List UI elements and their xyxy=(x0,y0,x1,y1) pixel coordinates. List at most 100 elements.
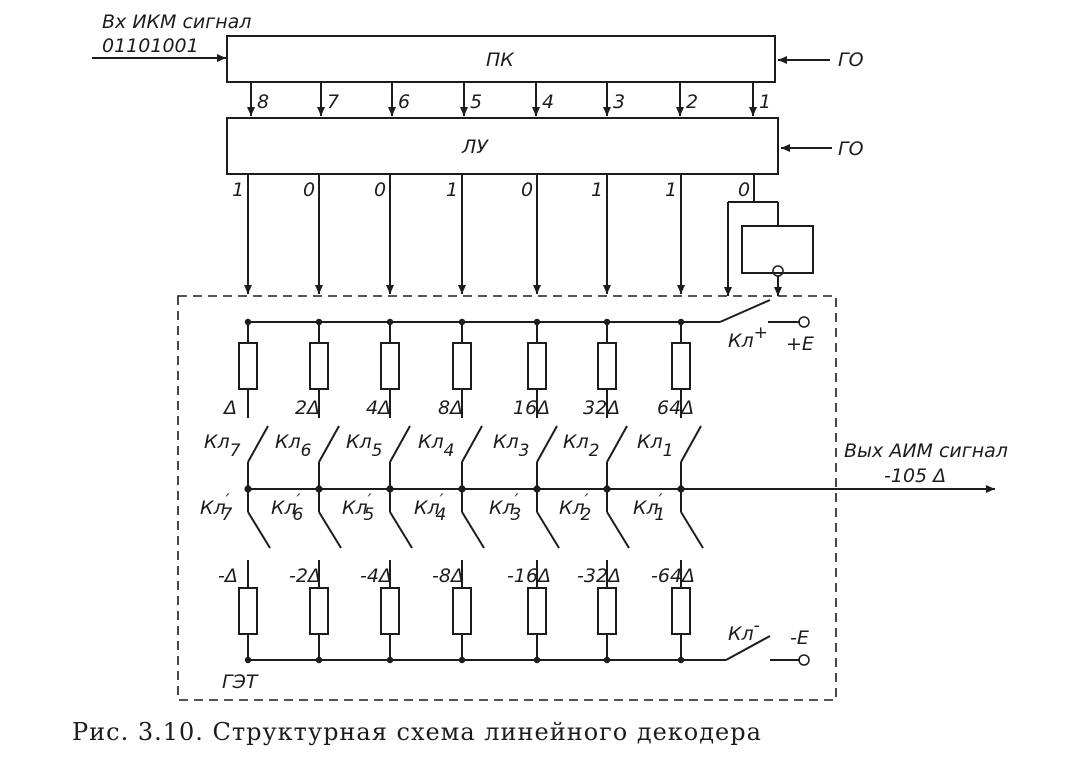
negative-weight-label: -Δ xyxy=(218,565,238,587)
negative-weight-label: -8Δ xyxy=(432,565,464,587)
positive-weight-resistor xyxy=(238,342,258,390)
pk-label: ПК xyxy=(486,49,515,71)
negative-supply-label: -Е xyxy=(790,627,809,649)
weight-columns: ΔКл7Кл′7-Δ2ΔКл6Кл′6-2Δ4ΔКл5Кл′5-4Δ8ΔКл4К… xyxy=(200,318,704,664)
pk-output-arrows: 8 7 6 5 4 3 2 1 xyxy=(247,82,771,116)
output-value: -105 Δ xyxy=(884,465,946,487)
output-label: Вых АИМ сигнал xyxy=(844,440,1008,462)
lower-key-switch xyxy=(536,511,560,549)
upper-key-label: Кл6 xyxy=(275,431,312,461)
positive-weight-resistor xyxy=(671,342,691,390)
negative-weight-label: -2Δ xyxy=(289,565,321,587)
positive-weight-label: 8Δ xyxy=(438,397,463,419)
inverter-block xyxy=(741,225,814,274)
positive-weight-label: 2Δ xyxy=(295,397,320,419)
upper-key-label: Кл7 xyxy=(204,431,241,461)
negative-weight-label: -4Δ xyxy=(360,565,392,587)
upper-key-switch xyxy=(318,425,340,463)
input-label: Вх ИКМ сигнал xyxy=(102,11,251,33)
positive-weight-resistor xyxy=(380,342,400,390)
key-minus-label: Кл- xyxy=(728,616,760,645)
lower-key-switch xyxy=(606,511,630,549)
lu-label: ЛУ xyxy=(461,136,489,158)
positive-weight-label: 16Δ xyxy=(513,397,550,419)
positive-weight-label: Δ xyxy=(222,397,237,419)
upper-key-switch xyxy=(461,425,483,463)
positive-weight-label: 64Δ xyxy=(657,397,694,419)
lu-output-bit: 1 xyxy=(665,179,677,201)
positive-weight-label: 32Δ xyxy=(583,397,620,419)
negative-weight-label: -32Δ xyxy=(577,565,621,587)
lu-output-bit: 0 xyxy=(374,179,386,201)
lu-output-bit: 1 xyxy=(232,179,244,201)
pk-output-number: 8 xyxy=(257,91,269,113)
negative-weight-resistor xyxy=(380,587,400,635)
negative-weight-resistor xyxy=(597,587,617,635)
negative-weight-resistor xyxy=(452,587,472,635)
lower-key-switch xyxy=(318,511,342,549)
upper-key-switch xyxy=(680,425,702,463)
positive-supply-terminal xyxy=(798,316,810,328)
negative-supply-terminal xyxy=(798,654,810,666)
key-minus-switch xyxy=(725,635,771,661)
lower-key-switch xyxy=(389,511,413,549)
key-plus-label: Кл+ xyxy=(728,323,768,352)
upper-key-label: Кл3 xyxy=(493,431,529,461)
upper-key-switch xyxy=(389,425,411,463)
lower-key-label: Кл′6 xyxy=(271,491,304,525)
upper-key-switch xyxy=(606,425,628,463)
lower-key-switch xyxy=(247,511,271,549)
lower-key-label: Кл′5 xyxy=(342,491,374,525)
pk-output-number: 7 xyxy=(327,91,339,113)
positive-weight-label: 4Δ xyxy=(366,397,391,419)
key-plus-switch xyxy=(719,299,771,323)
pk-clock-label: ГО xyxy=(838,49,864,71)
lower-key-switch xyxy=(461,511,485,549)
pk-output-number: 5 xyxy=(470,91,482,113)
pk-output-number: 3 xyxy=(613,91,625,113)
negative-weight-resistor xyxy=(238,587,258,635)
upper-key-switch xyxy=(536,425,558,463)
negative-weight-resistor xyxy=(671,587,691,635)
lu-output-bit: 0 xyxy=(303,179,315,201)
lower-key-label: Кл′7 xyxy=(200,491,233,525)
negative-weight-label: -64Δ xyxy=(651,565,695,587)
upper-key-label: Кл4 xyxy=(418,431,454,461)
lu-block xyxy=(226,117,779,175)
lu-output-arrows: 1 0 0 1 0 1 1 0 xyxy=(232,174,750,294)
upper-key-label: Кл1 xyxy=(637,431,673,461)
lower-key-label: Кл′3 xyxy=(489,491,521,525)
pk-output-number: 6 xyxy=(398,91,410,113)
pk-output-number: 4 xyxy=(542,91,554,113)
positive-weight-resistor xyxy=(597,342,617,390)
pk-output-number: 2 xyxy=(686,91,698,113)
positive-supply-label: +Е xyxy=(786,333,814,355)
lower-key-switch xyxy=(680,511,704,549)
lu-output-bit: 1 xyxy=(591,179,603,201)
lu-output-bit: 0 xyxy=(521,179,533,201)
lu-output-bit: 1 xyxy=(446,179,458,201)
upper-key-label: Кл5 xyxy=(346,431,382,461)
negative-weight-resistor xyxy=(309,587,329,635)
get-label: ГЭТ xyxy=(222,671,259,693)
input-code: 01101001 xyxy=(102,35,199,57)
get-frame xyxy=(177,295,837,701)
negative-weight-label: -16Δ xyxy=(507,565,551,587)
pk-output-number: 1 xyxy=(759,91,771,113)
lower-key-label: Кл′2 xyxy=(559,491,591,525)
lu-output-bit: 0 xyxy=(738,179,750,201)
lower-key-label: Кл′1 xyxy=(633,491,665,525)
positive-weight-resistor xyxy=(309,342,329,390)
upper-key-label: Кл2 xyxy=(563,431,599,461)
negative-weight-resistor xyxy=(527,587,547,635)
pk-block xyxy=(226,35,776,83)
lu-clock-label: ГО xyxy=(838,138,864,160)
